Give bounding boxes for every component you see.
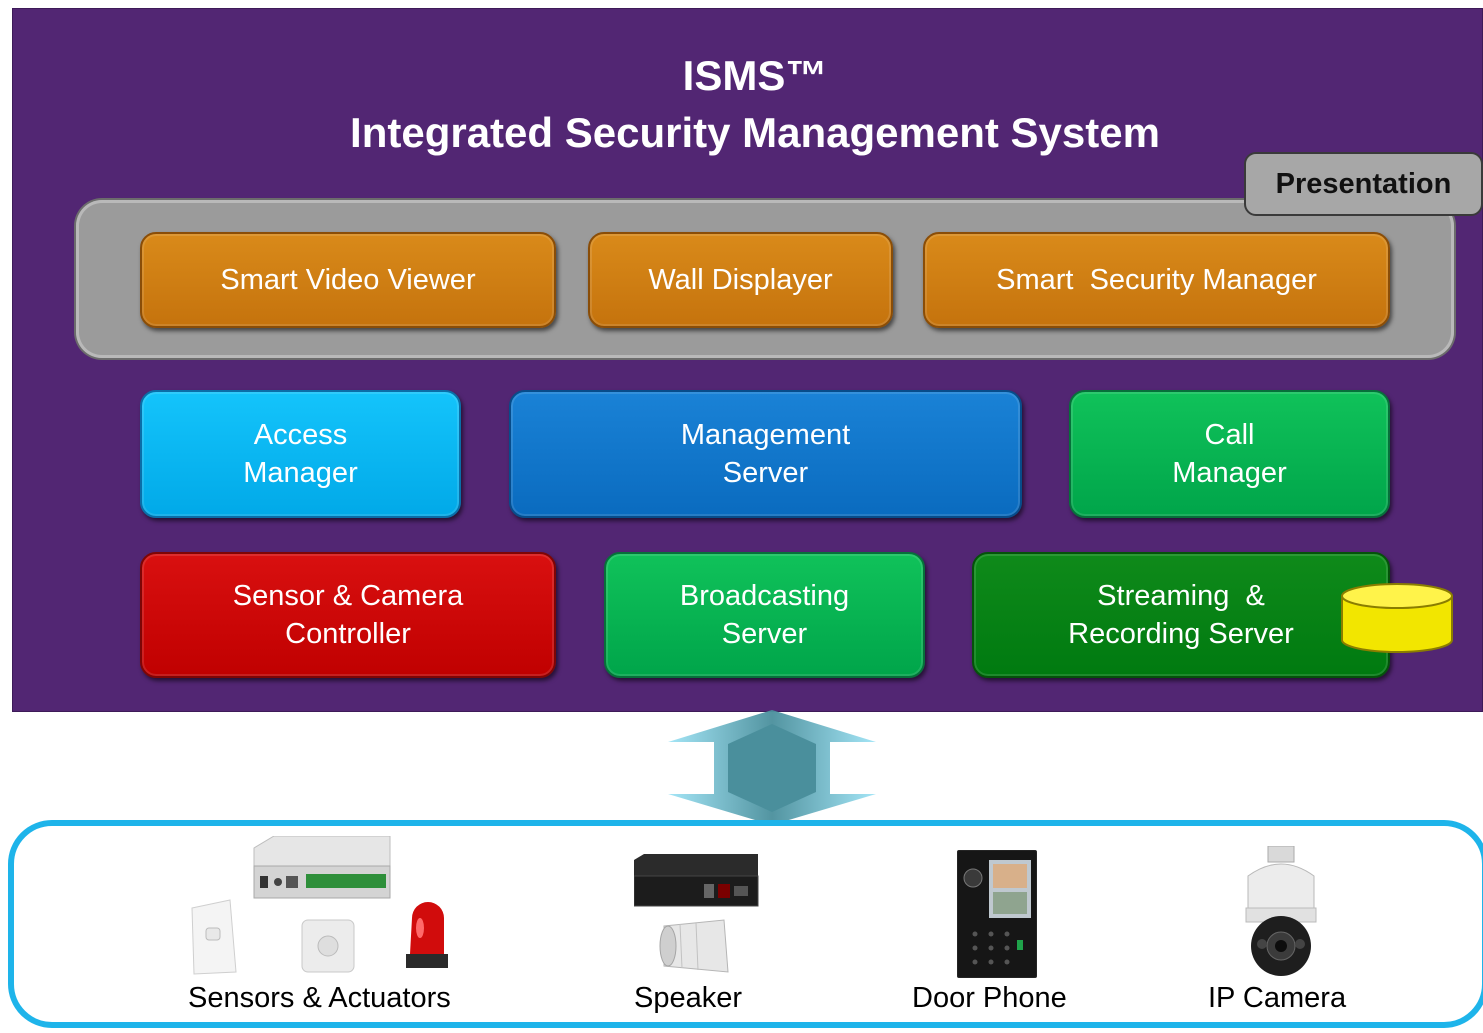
access-manager-module[interactable]: Access Manager — [140, 390, 461, 518]
module-label-line1: Streaming & — [1097, 580, 1265, 612]
device-label-ip-camera: IP Camera — [1208, 982, 1347, 1014]
door-phone-device-icon — [957, 850, 1037, 978]
system-subtitle: Integrated Security Management System — [350, 109, 1160, 156]
management-server-module[interactable]: Management Server — [509, 390, 1022, 518]
wall-displayer-module[interactable]: Wall Displayer — [588, 232, 893, 328]
smart-security-manager-module[interactable]: Smart Security Manager — [923, 232, 1390, 328]
speaker-devices-icon — [634, 854, 759, 973]
module-label: Smart Video Viewer — [220, 264, 476, 296]
module-label: Smart Security Manager — [996, 264, 1317, 296]
module-label-line2: Recording Server — [1068, 618, 1294, 650]
broadcasting-server-module[interactable]: Broadcasting Server — [604, 552, 925, 678]
module-label-line2: Controller — [285, 618, 411, 650]
device-label-door-phone: Door Phone — [912, 982, 1067, 1014]
device-panel — [8, 820, 1483, 1028]
module-label-line2: Manager — [1172, 457, 1287, 489]
module-label-line1: Access — [253, 419, 348, 451]
call-manager-module[interactable]: Call Manager — [1069, 390, 1390, 518]
module-label-line2: Server — [721, 618, 808, 650]
ip-camera-device-icon — [1245, 846, 1317, 976]
system-title: ISMS™ — [682, 52, 828, 99]
module-label-line1: Management — [680, 419, 851, 451]
module-label-line2: Manager — [243, 457, 358, 489]
module-label-line1: Broadcasting — [679, 580, 850, 612]
device-label-sensors-actuators: Sensors & Actuators — [188, 982, 451, 1014]
module-label: Wall Displayer — [648, 264, 833, 296]
module-label-line1: Sensor & Camera — [232, 580, 464, 612]
device-label-speaker: Speaker — [634, 982, 743, 1014]
smart-video-viewer-module[interactable]: Smart Video Viewer — [140, 232, 556, 328]
streaming-recording-server-module[interactable]: Streaming & Recording Server — [972, 552, 1390, 678]
sensors-actuators-devices-icon — [191, 836, 448, 975]
module-label-line2: Server — [722, 457, 809, 489]
bidirectional-arrow-icon — [668, 710, 876, 825]
presentation-tag: Presentation — [1244, 152, 1483, 216]
database-icon — [1341, 583, 1453, 653]
sensor-camera-controller-module[interactable]: Sensor & Camera Controller — [140, 552, 556, 678]
module-label-line1: Call — [1204, 419, 1255, 451]
